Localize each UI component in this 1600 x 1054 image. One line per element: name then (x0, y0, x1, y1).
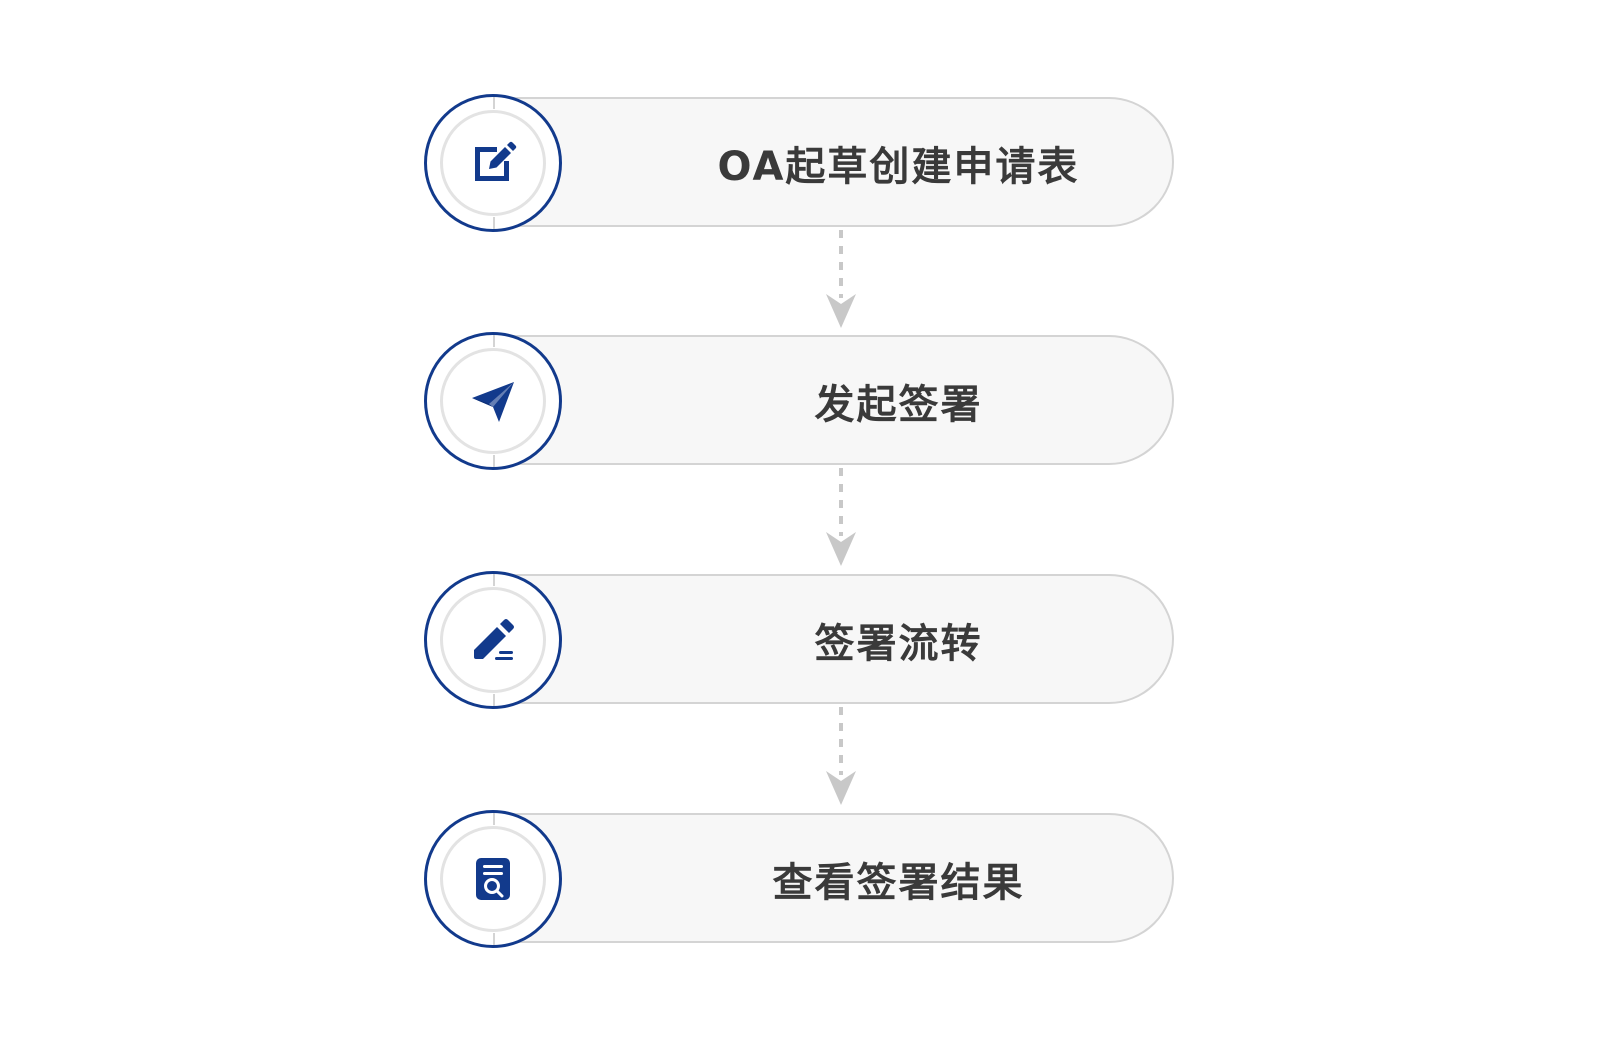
flow-step-1: OA起草创建申请表 (424, 94, 1176, 232)
flow-arrow-icon (826, 230, 856, 328)
flow-step-2: 发起签署 (424, 332, 1176, 470)
step-pill: 签署流转 (496, 574, 1174, 704)
flow-arrow-icon (826, 707, 856, 805)
flow-arrow-icon (826, 468, 856, 566)
step-icon-badge (424, 810, 562, 948)
edit-icon (475, 141, 517, 181)
document-search-icon (476, 858, 510, 900)
step-label: 查看签署结果 (772, 860, 1025, 906)
pen-sign-icon (474, 619, 514, 660)
flow-step-3: 签署流转 (424, 571, 1176, 709)
step-label: 签署流转 (814, 621, 983, 667)
step-icon-badge (424, 332, 562, 470)
paper-plane-icon (472, 382, 514, 422)
step-label: 发起签署 (814, 382, 983, 428)
step-icon-badge (424, 94, 562, 232)
step-label: OA起草创建申请表 (717, 144, 1080, 190)
step-pill: 查看签署结果 (496, 813, 1174, 943)
flow-step-4: 查看签署结果 (424, 810, 1176, 948)
step-pill: OA起草创建申请表 (496, 97, 1174, 227)
step-pill: 发起签署 (496, 335, 1174, 465)
step-icon-badge (424, 571, 562, 709)
